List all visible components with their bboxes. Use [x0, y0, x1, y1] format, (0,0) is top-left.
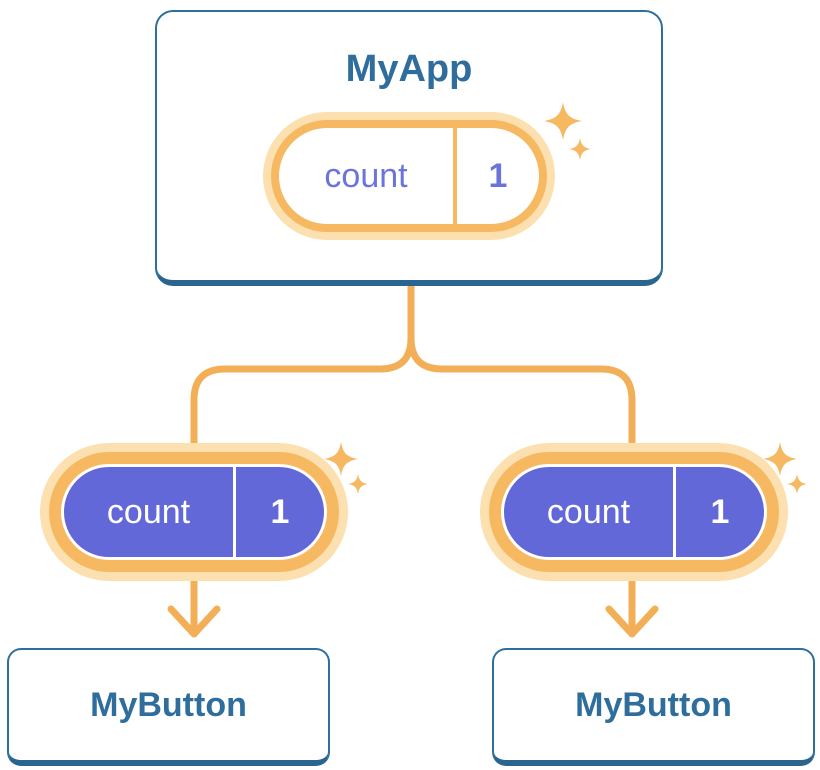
sparkle-icon: [324, 442, 368, 494]
arrow-left: [167, 562, 221, 638]
component-title: MyApp: [345, 48, 473, 90]
state-name: count: [106, 492, 191, 531]
component-card-right-child: MyButton: [492, 648, 815, 766]
arrow-right: [605, 562, 659, 638]
pill-divider: [233, 467, 236, 557]
state-value: 1: [270, 492, 290, 531]
component-title: MyButton: [575, 685, 732, 724]
component-card-left-child: MyButton: [7, 648, 330, 766]
state-value: 1: [710, 492, 730, 531]
state-pill-root: count 1: [271, 120, 547, 232]
pill-divider: [453, 128, 457, 224]
component-title: MyButton: [90, 685, 247, 724]
pill-divider: [673, 467, 676, 557]
state-pill-left-child: count 1: [61, 464, 327, 560]
state-name: count: [324, 156, 408, 195]
state-value: 1: [488, 156, 508, 195]
branch-line-right: [407, 282, 636, 460]
state-name: count: [546, 492, 631, 531]
sparkle-icon: [544, 102, 591, 160]
sparkle-icon: [763, 442, 807, 494]
state-pill-right-child: count 1: [501, 464, 767, 560]
branch-line-left: [190, 282, 415, 460]
